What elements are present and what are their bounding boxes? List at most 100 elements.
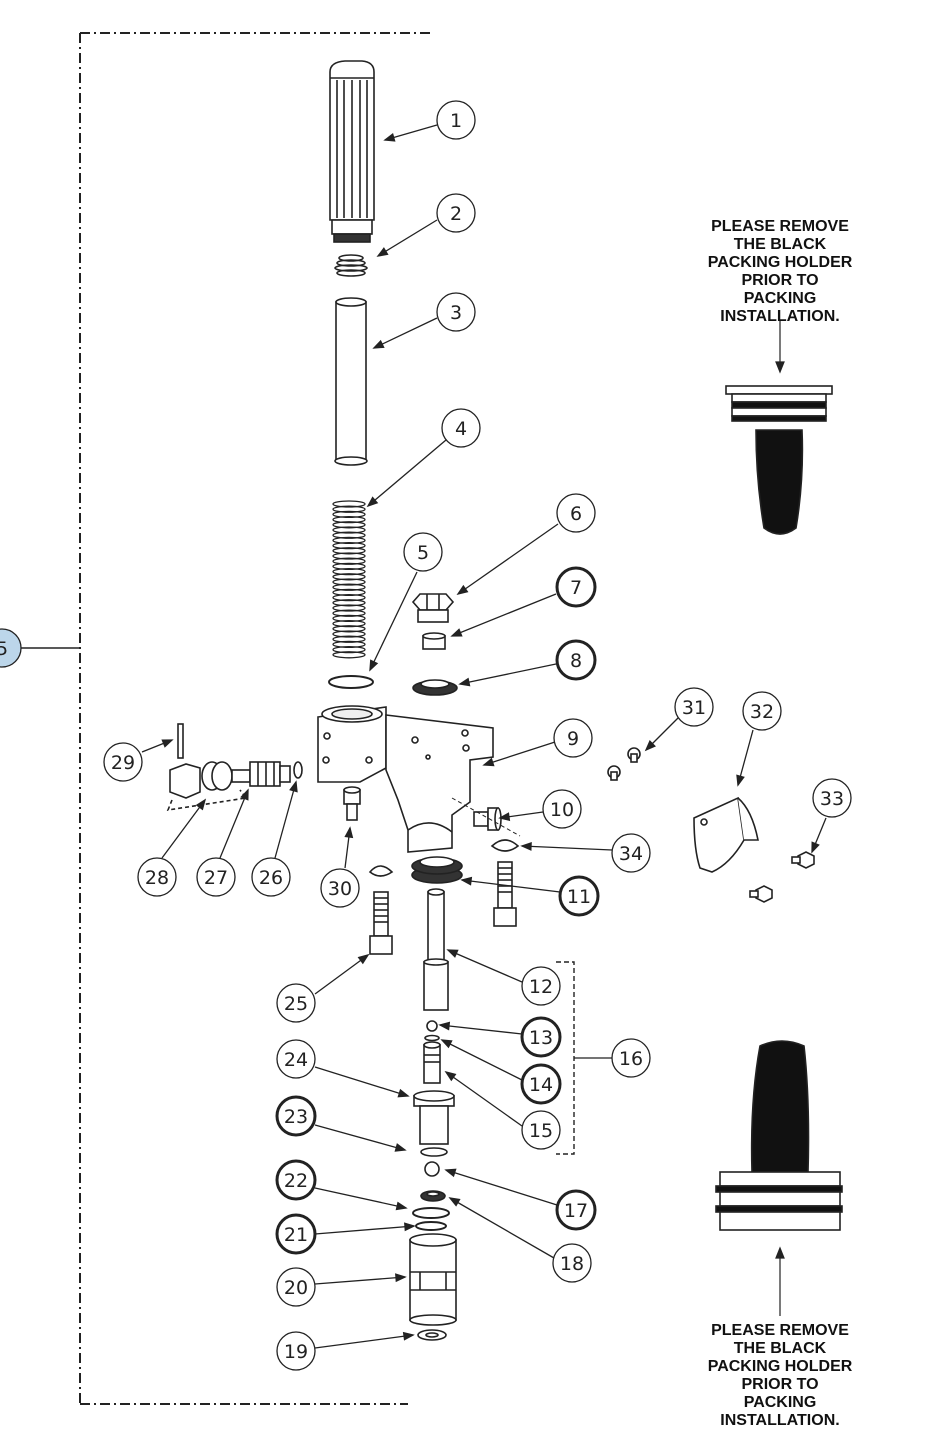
part-relief-valve — [169, 761, 251, 799]
leader-arrowhead — [438, 1021, 451, 1031]
callout-label: 22 — [284, 1170, 308, 1192]
part-screws-31 — [607, 747, 641, 781]
leader-arrowhead — [161, 739, 174, 748]
callout-circle — [555, 566, 597, 608]
part-bushing-7 — [422, 632, 446, 650]
leader-arrowhead — [366, 496, 379, 508]
callout-18: 18 — [552, 1243, 592, 1283]
spring-coil — [332, 630, 366, 638]
part-bolt-right — [493, 861, 517, 927]
callout-22: 22 — [275, 1159, 317, 1201]
callout-26: 26 — [251, 857, 291, 897]
leader-line — [369, 571, 418, 671]
spring-coil — [332, 588, 366, 597]
callout-label: 16 — [619, 1048, 643, 1070]
leader-arrowhead — [456, 584, 469, 596]
callout-label: 12 — [529, 976, 553, 998]
spring-coil — [332, 505, 366, 513]
callout-circle — [558, 875, 600, 917]
note-top-line-6: INSTALLATION. — [720, 308, 840, 325]
leader-line — [314, 1187, 407, 1209]
callout-31: 31 — [674, 687, 714, 727]
packing-holder-top — [725, 385, 833, 535]
note-bottom-line-5: PACKING — [743, 1394, 817, 1411]
callout-circle — [520, 1016, 562, 1058]
callout-label: 10 — [550, 799, 574, 821]
callout-15: 15 — [521, 1110, 561, 1150]
callout-14: 14 — [520, 1063, 562, 1105]
callout-label: 2 — [450, 203, 462, 225]
callout-circle — [0, 628, 22, 668]
note-bottom-line-4: PRIOR TO — [741, 1376, 819, 1393]
callout-circle — [542, 789, 582, 829]
part-piston-rod — [423, 888, 449, 1011]
leader-line — [314, 1066, 409, 1097]
leader-line — [314, 1225, 415, 1235]
callout-label: 31 — [682, 697, 706, 719]
leader-line — [314, 1276, 406, 1285]
leader-lines — [141, 124, 827, 1349]
callout-label: 33 — [820, 788, 844, 810]
spring-coil — [332, 510, 366, 519]
leader-arrowhead — [369, 659, 379, 672]
part-fitting-10 — [473, 807, 502, 831]
spring-coil — [332, 526, 366, 534]
spring-coil — [332, 619, 366, 628]
spring-coil — [332, 593, 366, 602]
callout-label: 20 — [284, 1277, 308, 1299]
callout-6: 6 — [556, 493, 596, 533]
leader-arrowhead — [450, 628, 463, 637]
callout-1: 1 — [436, 100, 476, 140]
callout-circle — [436, 292, 476, 332]
leader-arrowhead — [240, 788, 249, 801]
leader-line — [439, 1024, 523, 1035]
leader-line — [314, 954, 369, 995]
spring-coil — [332, 651, 366, 659]
callout-5: 5 — [403, 532, 443, 572]
leader-line — [314, 1124, 406, 1151]
leader-arrowhead — [811, 841, 820, 854]
part-lock-washer-left — [368, 865, 394, 877]
callout-5: 5 — [0, 628, 22, 668]
spring-coil — [332, 531, 366, 539]
leader-arrowhead — [397, 1088, 410, 1098]
subassembly-bracket-28 — [166, 789, 248, 812]
leader-arrowhead — [357, 953, 370, 965]
leader-arrowhead — [372, 339, 385, 349]
leader-line — [219, 789, 249, 859]
spring-coil — [332, 562, 366, 571]
leader-arrowhead — [482, 757, 495, 767]
spring-coil — [332, 541, 366, 550]
part-pin-29 — [177, 723, 184, 759]
callout-circle — [441, 408, 481, 448]
hidden-line-10 — [451, 797, 521, 837]
callout-circle — [742, 691, 782, 731]
callout-label: 5 — [417, 542, 429, 564]
part-ball-17 — [424, 1161, 440, 1177]
leader-line — [451, 593, 557, 637]
part-intake-housing — [413, 1090, 455, 1145]
part-nut-19 — [417, 1329, 447, 1341]
part-oring-21 — [415, 1221, 447, 1231]
callout-circle — [611, 1038, 651, 1078]
spring-coil — [332, 515, 366, 524]
part-small-spring — [334, 254, 368, 277]
part-oring-14 — [424, 1034, 440, 1042]
callout-circle — [812, 778, 852, 818]
callout-circle — [276, 1331, 316, 1371]
callout-29: 29 — [103, 742, 143, 782]
packing-holder-bottom — [715, 1040, 843, 1231]
leader-line — [445, 1169, 558, 1206]
callout-label: 13 — [529, 1027, 553, 1049]
packing-note-bottom: PLEASE REMOVE THE BLACK PACKING HOLDER P… — [680, 1322, 880, 1430]
callout-circle — [196, 857, 236, 897]
spring-coil — [332, 614, 366, 623]
callout-label: 23 — [284, 1106, 308, 1128]
spring-coil — [332, 578, 366, 586]
leader-arrowhead — [376, 247, 389, 257]
callout-circle — [436, 100, 476, 140]
note-arrows — [775, 320, 785, 1316]
part-oring-26 — [293, 761, 303, 779]
spring-coil — [332, 599, 366, 607]
leader-line — [457, 523, 559, 595]
